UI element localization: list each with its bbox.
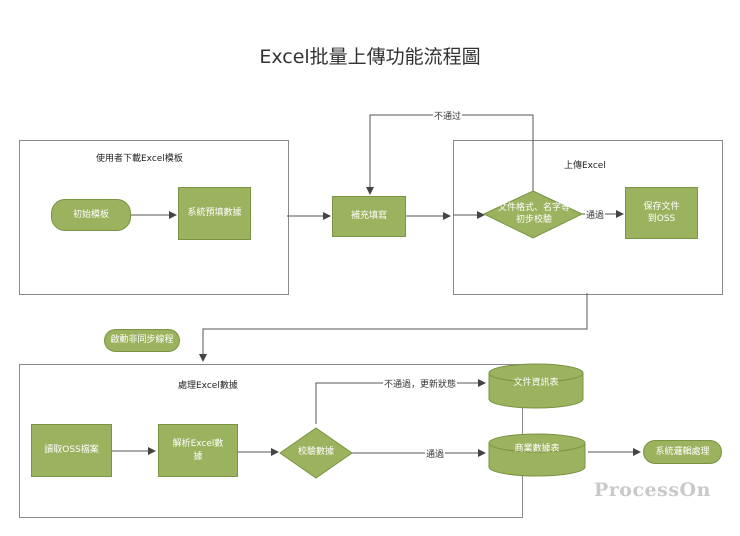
node-system-logic: 系統邏輯處理 xyxy=(643,440,722,464)
diamond-validate-file xyxy=(482,190,584,239)
edge-validate-fail-back xyxy=(366,114,534,195)
node-init-template: 初始模板 xyxy=(51,199,131,231)
label-file-info-table: 文件資訊表 xyxy=(513,378,559,388)
node-read-oss: 讀取OSS檔案 xyxy=(31,424,112,477)
edge-label-pass-process: 通過 xyxy=(425,447,446,460)
node-trigger-async: 啟動非同步線程 xyxy=(104,329,180,352)
node-fill-in: 補充填寫 xyxy=(332,196,406,237)
processon-watermark: ProcessOn xyxy=(594,479,711,501)
edge-label-pass-upload: 通過 xyxy=(585,208,606,221)
edge-upload-to-process xyxy=(199,293,588,362)
cylinder-file-info-table xyxy=(488,363,584,409)
group-download-label: 使用者下載Excel模板 xyxy=(96,154,183,164)
group-process-label: 處理Excel數據 xyxy=(178,381,238,391)
group-upload-label: 上傳Excel xyxy=(564,161,606,171)
edge-label-fail-update: 不通過，更新狀態 xyxy=(383,377,458,390)
node-parse-excel: 解析Excel數據 xyxy=(158,424,238,477)
node-system-fill: 系統預填數據 xyxy=(178,187,251,240)
label-check-data: 校驗數據 xyxy=(297,447,334,458)
label-business-table: 商業數據表 xyxy=(514,444,560,454)
node-save-oss: 保存文件到OSS xyxy=(625,187,698,239)
label-validate-file: 文件格式、名字等初步校驗 xyxy=(497,203,570,225)
diamond-check-data xyxy=(279,427,353,479)
diagram-title: Excel批量上傳功能流程圖 xyxy=(259,46,481,68)
cylinder-business-table xyxy=(488,433,586,477)
edge-label-fail-back: 不通过 xyxy=(433,109,463,122)
